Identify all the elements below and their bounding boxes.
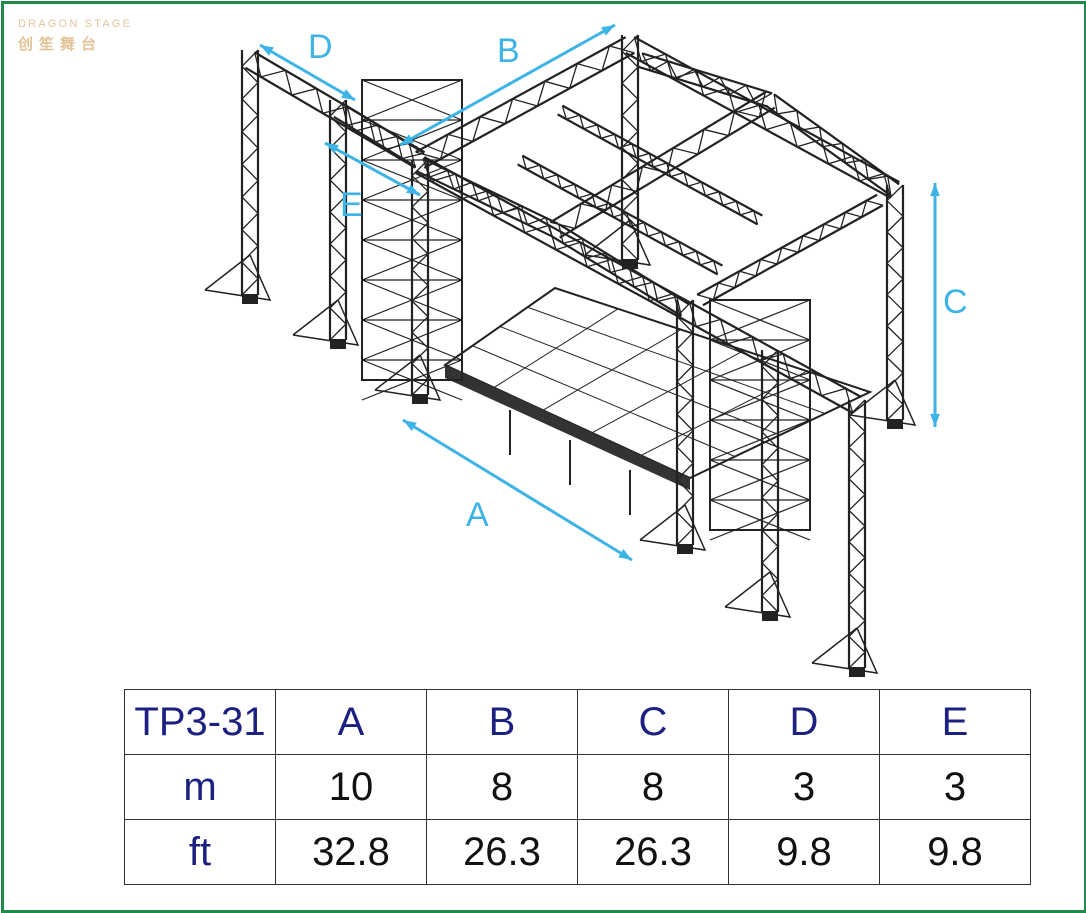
table-row-ft: ft 32.8 26.3 26.3 9.8 9.8: [124, 819, 1031, 885]
header-cell: B: [426, 689, 578, 755]
tower-base-outrigger: [849, 379, 917, 429]
truss-tower: [675, 299, 695, 546]
truss-beam: [680, 301, 862, 414]
value-cell: 8: [426, 754, 578, 820]
unit-cell: ft: [124, 819, 276, 885]
dimension-arrow-e: [324, 141, 421, 197]
dimension-label-d: D: [308, 28, 333, 66]
unit-cell: m: [124, 754, 276, 820]
tower-base-outrigger: [292, 299, 360, 349]
roof-purlin: [517, 154, 723, 276]
dimension-label-c: C: [943, 283, 968, 321]
tower-base-outrigger: [204, 254, 272, 304]
header-cell: E: [879, 689, 1031, 755]
tower-base-outrigger: [724, 571, 792, 621]
value-cell: 9.8: [728, 819, 880, 885]
dimension-arrows: [259, 23, 940, 562]
header-cell: D: [728, 689, 880, 755]
table-header-row: TP3-31 A B C D E: [124, 689, 1031, 755]
table-row-m: m 10 8 8 3 3: [124, 754, 1031, 820]
scaffold-tower-right: [709, 299, 811, 541]
roof-rafter: [765, 93, 900, 197]
stage-deck: [443, 286, 873, 515]
value-cell: 26.3: [426, 819, 578, 885]
dimension-arrow-a: [402, 418, 633, 562]
dimension-label-a: A: [466, 496, 489, 534]
deck-grid-line: [499, 326, 781, 436]
deck-grid-line: [472, 345, 736, 457]
value-cell: 10: [275, 754, 427, 820]
deck-edge: [445, 365, 690, 490]
value-cell: 3: [879, 754, 1031, 820]
logo-text-en: DRAGON STAGE: [18, 18, 133, 30]
truss-beam: [415, 36, 635, 169]
roof-rafter: [637, 52, 773, 108]
stage-truss-drawing: [204, 23, 940, 677]
stage-platform: [443, 286, 873, 480]
truss-tower: [760, 349, 780, 613]
roof-rafter: [550, 223, 690, 317]
value-cell: 3: [728, 754, 880, 820]
value-cell: 32.8: [275, 819, 427, 885]
truss-structure: [204, 34, 917, 677]
roof-purlin: [696, 193, 884, 307]
truss-tower: [240, 49, 260, 296]
tower-base-outrigger: [639, 504, 707, 554]
value-cell: 26.3: [577, 819, 729, 885]
logo-text-cn: 创笙舞台: [18, 36, 103, 53]
model-cell: TP3-31: [124, 689, 276, 755]
truss-tower: [847, 399, 867, 669]
tower-base-outrigger: [811, 627, 879, 677]
value-cell: 9.8: [879, 819, 1031, 885]
dimension-arrow-b: [399, 23, 616, 147]
header-cell: A: [275, 689, 427, 755]
dimension-label-b: B: [497, 32, 520, 70]
tower-base-outrigger: [374, 354, 442, 404]
roof-purlin: [557, 104, 763, 226]
dimension-arrow-c: [930, 183, 940, 427]
roof-rafter: [416, 157, 559, 238]
header-cell: C: [577, 689, 729, 755]
value-cell: 8: [577, 754, 729, 820]
truss-beam: [333, 102, 425, 168]
dimension-arrow-d: [259, 43, 356, 102]
dimension-label-e: E: [340, 186, 363, 224]
spec-table: TP3-31 A B C D E m 10 8 8 3 3 ft 32.8 26…: [124, 689, 1031, 885]
dragon-stage-logo: DRAGON STAGE 创笙舞台: [18, 18, 132, 54]
